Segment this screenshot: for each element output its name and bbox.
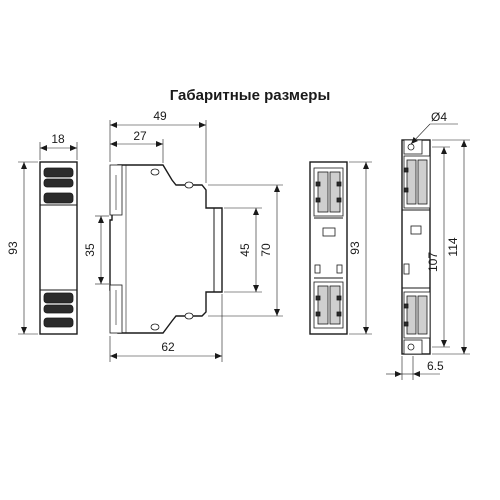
mounting-view: Ø4 107 114 6.5 bbox=[386, 110, 470, 380]
terminal-body-outline bbox=[309, 161, 348, 335]
front-terminal-top-3 bbox=[43, 192, 74, 204]
side-outer-height-label: 70 bbox=[259, 243, 273, 257]
front-terminal-top-1 bbox=[43, 167, 74, 178]
side-step-width-label: 27 bbox=[133, 129, 147, 143]
mounting-hole-bottom bbox=[407, 343, 415, 351]
terminal-view: 93 bbox=[309, 161, 372, 335]
side-inner-height-label: 45 bbox=[238, 243, 252, 257]
side-view: 49 27 35 45 70 62 bbox=[83, 109, 283, 362]
front-terminal-bottom-1 bbox=[43, 292, 74, 304]
mounting-offset-label: 6.5 bbox=[427, 359, 444, 373]
mounting-hole-spacing-label: 107 bbox=[426, 252, 440, 272]
front-body-outline bbox=[39, 161, 78, 335]
side-screw-top bbox=[150, 168, 160, 176]
front-view: 18 93 bbox=[6, 132, 78, 335]
front-terminal-bottom-2 bbox=[43, 304, 74, 314]
side-screw-bottom bbox=[150, 323, 160, 331]
side-rail-label: 35 bbox=[83, 243, 97, 257]
terminal-height-label: 93 bbox=[348, 241, 362, 255]
drawing-title: Габаритные размеры bbox=[169, 87, 331, 104]
side-body-outline bbox=[109, 164, 223, 334]
mounting-hole-top bbox=[407, 143, 415, 151]
side-depth-label: 62 bbox=[161, 340, 175, 354]
mounting-total-height-label: 114 bbox=[446, 237, 460, 256]
front-terminal-top-2 bbox=[43, 178, 74, 188]
front-height-label: 93 bbox=[6, 241, 20, 255]
side-total-width-label: 49 bbox=[153, 109, 167, 123]
hole-diameter-label: Ø4 bbox=[431, 110, 447, 124]
front-width-label: 18 bbox=[51, 132, 65, 146]
front-terminal-bottom-3 bbox=[43, 317, 74, 328]
